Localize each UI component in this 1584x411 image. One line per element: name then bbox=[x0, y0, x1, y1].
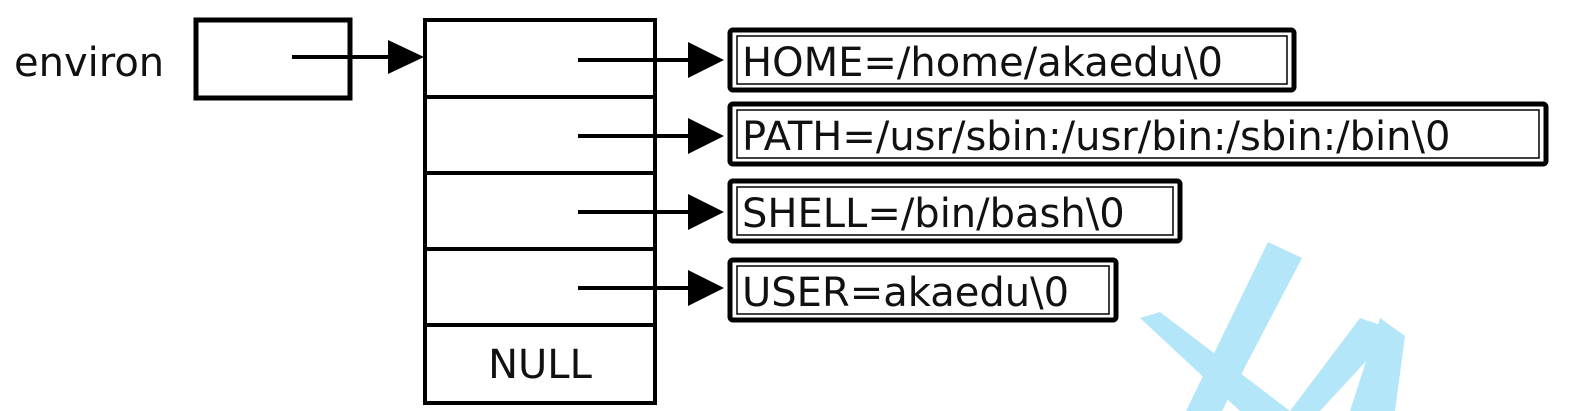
env-string-box-path bbox=[727, 101, 1549, 167]
env-string-inner-path bbox=[736, 109, 1540, 159]
array-cell-null bbox=[423, 323, 657, 405]
env-string-home: HOME=/home/akaedu\0 bbox=[727, 27, 1297, 93]
env-string-text-shell: SHELL=/bin/bash\0 bbox=[742, 191, 1125, 237]
env-string-inner-shell bbox=[736, 186, 1174, 236]
env-string-user: USER=akaedu\0 bbox=[727, 257, 1119, 323]
env-string-box-user bbox=[727, 257, 1119, 323]
environ-arrow-head bbox=[388, 40, 424, 74]
env-string-inner-home bbox=[736, 35, 1288, 85]
null-terminator-label: NULL bbox=[488, 342, 592, 388]
string-pointer-arrows bbox=[578, 42, 724, 306]
env-string-box-shell bbox=[727, 178, 1183, 244]
env-string-text-home: HOME=/home/akaedu\0 bbox=[742, 40, 1223, 86]
env-string-shell: SHELL=/bin/bash\0 bbox=[727, 178, 1183, 244]
env-string-text-user: USER=akaedu\0 bbox=[742, 270, 1069, 316]
watermark-glyph bbox=[1140, 242, 1405, 411]
env-string-box-home bbox=[727, 27, 1297, 93]
arrow-head-0 bbox=[688, 42, 724, 78]
env-string-path: PATH=/usr/sbin:/usr/bin:/sbin:/bin\0 bbox=[727, 101, 1549, 167]
env-string-text-path: PATH=/usr/sbin:/usr/bin:/sbin:/bin\0 bbox=[742, 114, 1450, 160]
environ-label: environ bbox=[14, 40, 164, 86]
arrow-head-3 bbox=[688, 270, 724, 306]
arrow-head-2 bbox=[688, 194, 724, 230]
arrow-head-1 bbox=[688, 118, 724, 154]
env-string-inner-user bbox=[736, 265, 1110, 315]
